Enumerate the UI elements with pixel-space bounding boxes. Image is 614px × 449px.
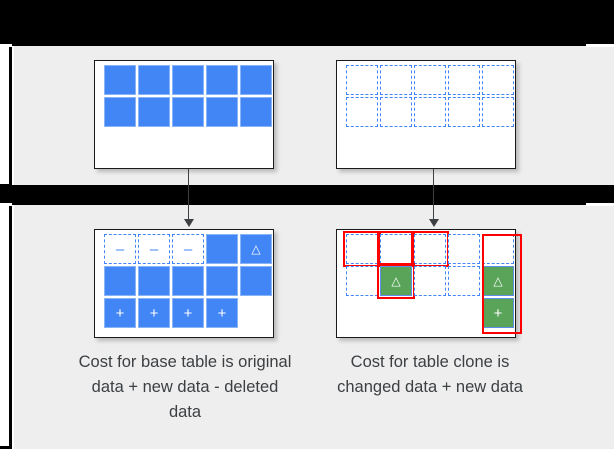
- table-cell-new: +: [206, 298, 238, 328]
- minus-icon: –: [115, 240, 125, 258]
- plus-icon: +: [149, 304, 159, 322]
- table-cell: [206, 65, 238, 95]
- table-cell: [482, 65, 514, 95]
- table-cell-new: +: [138, 298, 170, 328]
- table-cell: [172, 266, 204, 296]
- table-cell-new: +: [104, 298, 136, 328]
- arrow-base-table: [182, 169, 196, 227]
- table-cell-empty: [448, 298, 480, 328]
- delta-icon: △: [391, 274, 401, 288]
- table-cell-new: +: [482, 298, 514, 328]
- table-cell: [448, 97, 480, 127]
- table-cell-referenced: [343, 231, 381, 267]
- table-cell-empty: [414, 298, 446, 328]
- table-card-table-clone-original: [336, 60, 516, 169]
- table-cell-deleted: –: [104, 234, 136, 264]
- panel-border-mid-right: [586, 203, 614, 206]
- table-cell-empty: [240, 298, 272, 328]
- table-cell: [482, 234, 514, 264]
- table-cell: [448, 234, 480, 264]
- cell-grid: [346, 65, 514, 127]
- table-cell: [346, 97, 378, 127]
- arrow-head-icon: [184, 219, 194, 227]
- table-cell: [138, 266, 170, 296]
- table-cell: [482, 97, 514, 127]
- table-cell: [206, 234, 238, 264]
- table-cell-changed: △: [240, 234, 272, 264]
- delta-icon: △: [251, 242, 261, 256]
- table-cell: [138, 97, 170, 127]
- table-cell: [380, 97, 412, 127]
- table-cell: [138, 65, 170, 95]
- panel-edge-strip-top: [0, 47, 9, 184]
- panel-border-mid-left: [0, 203, 12, 206]
- delta-icon: △: [493, 274, 503, 288]
- table-cell-empty: [380, 298, 412, 328]
- table-cell: [104, 266, 136, 296]
- table-cell: [172, 65, 204, 95]
- table-cell-deleted: –: [138, 234, 170, 264]
- panel-border-left-bottom: [12, 205, 14, 449]
- table-cell: [414, 65, 446, 95]
- table-cell: [414, 97, 446, 127]
- table-cell: [240, 65, 272, 95]
- table-cell-new: +: [172, 298, 204, 328]
- table-card-base-table-original: [94, 60, 274, 169]
- table-cell: [240, 97, 272, 127]
- plus-icon: +: [493, 304, 503, 322]
- table-cell-changed: △: [482, 266, 514, 296]
- table-cell: [346, 65, 378, 95]
- minus-icon: –: [149, 240, 159, 258]
- cell-grid: – – – △ + + +: [104, 234, 272, 328]
- arrow-table-clone: [427, 169, 441, 227]
- panel-border-left-top: [12, 46, 14, 185]
- table-cell-referenced: [377, 231, 415, 267]
- arrow-line: [188, 169, 190, 220]
- table-card-base-table-modified: – – – △ + + +: [94, 229, 274, 338]
- panel-border-top-left: [0, 44, 12, 47]
- table-cell-empty: [346, 298, 378, 328]
- table-cell: [206, 266, 238, 296]
- plus-icon: +: [115, 304, 125, 322]
- table-cell: [448, 266, 480, 296]
- table-cell-deleted: –: [172, 234, 204, 264]
- table-cell-referenced: [411, 231, 449, 267]
- panel-edge-strip-bottom: [0, 206, 9, 446]
- table-cell: [448, 65, 480, 95]
- table-cell: [240, 266, 272, 296]
- table-cell: [206, 97, 238, 127]
- table-cell: [172, 97, 204, 127]
- arrow-head-icon: [429, 219, 439, 227]
- table-cell-changed: △: [377, 263, 415, 299]
- plus-icon: +: [217, 304, 227, 322]
- table-cell: [380, 65, 412, 95]
- caption-table-clone: Cost for table clone is changed data + n…: [337, 353, 523, 396]
- table-card-table-clone-modified: △ △ +: [336, 229, 522, 338]
- table-cell: [104, 97, 136, 127]
- cell-grid: △ △ +: [343, 231, 522, 334]
- minus-icon: –: [183, 240, 193, 258]
- caption-base-table: Cost for base table is original data + n…: [78, 353, 292, 421]
- table-cell: [104, 65, 136, 95]
- table-cell: [414, 266, 446, 296]
- arrow-line: [433, 169, 435, 220]
- cell-grid: [104, 65, 272, 127]
- panel-border-top-right: [586, 44, 614, 47]
- table-cell: [346, 266, 378, 296]
- plus-icon: +: [183, 304, 193, 322]
